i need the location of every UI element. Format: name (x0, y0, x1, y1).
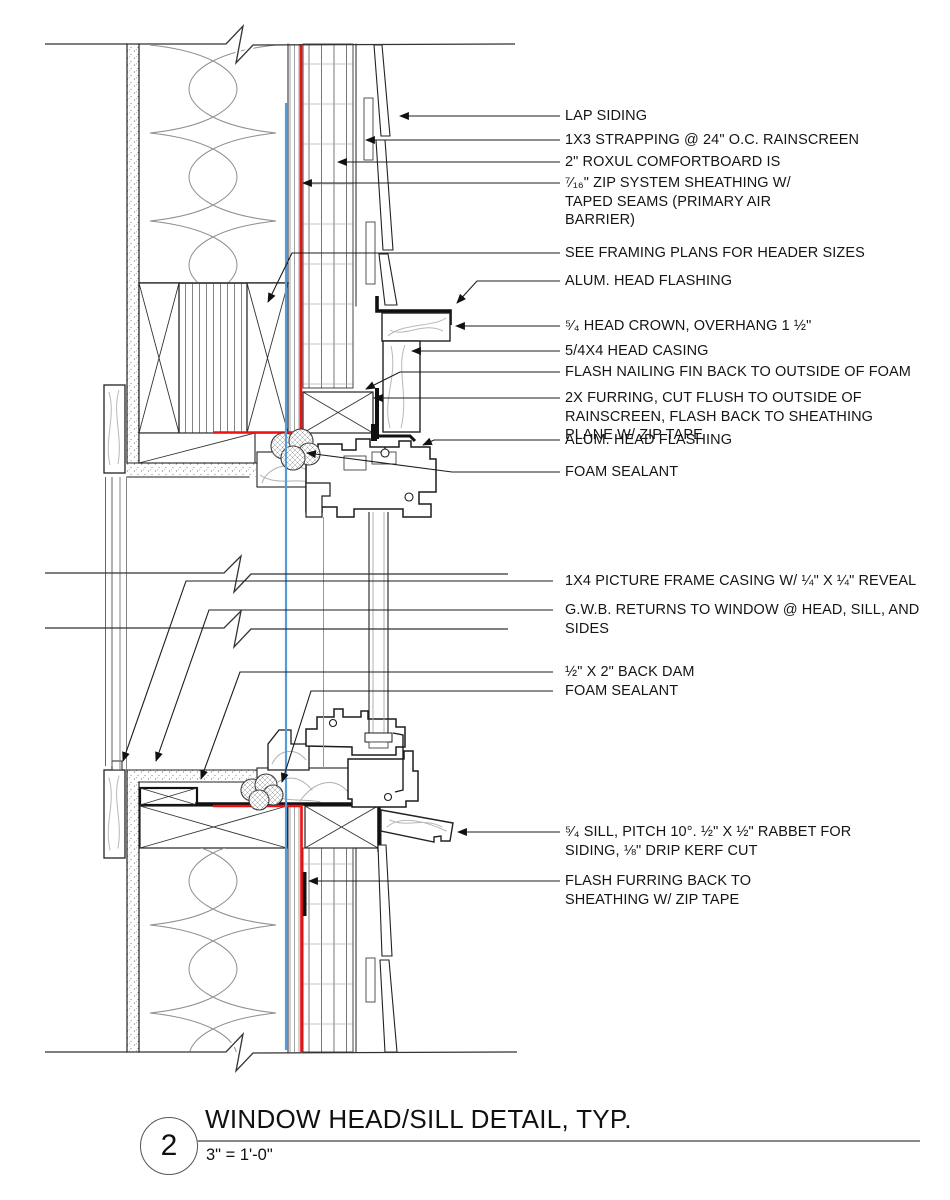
callout-furring: 2X FURRING, CUT FLUSH TO OUTSIDE OF RAIN… (565, 390, 874, 443)
callout-foam-head: FOAM SEALANT (565, 464, 679, 480)
air-barrier-line-sill (213, 804, 303, 1052)
callout-head-flashing-upper: ALUM. HEAD FLASHING (565, 273, 733, 289)
glazing-lines (364, 512, 393, 749)
callout-nailing-fin: FLASH NAILING FIN BACK TO OUTSIDE OF FOA… (565, 364, 911, 380)
detail-title: WINDOW HEAD/SILL DETAIL, TYP. (205, 1104, 632, 1134)
leader-nailing-fin (365, 371, 560, 390)
callout-flash-furring: FLASH FURRING BACK TO SHEATHING W/ ZIP T… (565, 873, 752, 908)
leader-foam-sill (280, 690, 553, 783)
leader-picture-frame-casing (122, 580, 553, 762)
callout-head-casing: 5/4X4 HEAD CASING (565, 343, 709, 359)
break-lines (45, 18, 518, 1079)
callout-head-crown: ⁵⁄₄ HEAD CROWN, OVERHANG 1 ½" (565, 318, 812, 334)
callout-header-note: SEE FRAMING PLANS FOR HEADER SIZES (565, 245, 865, 261)
callout-back-dam: ½" X 2" BACK DAM (565, 664, 695, 680)
window-head-frame (305, 424, 437, 518)
callout-zip-sheathing: ⁷⁄₁₆" ZIP SYSTEM SHEATHING W/ TAPED SEAM… (565, 175, 791, 228)
sill-wall-assembly (103, 760, 454, 1053)
head-wall-assembly (126, 43, 398, 478)
callout-sill-note: ⁵⁄₄ SILL, PITCH 10°. ½" X ½" RABBET FOR … (565, 824, 852, 859)
interior-elevation-lines (105, 477, 324, 770)
callout-foam-sill: FOAM SEALANT (565, 683, 679, 699)
detail-scale: 3" = 1'-0" (206, 1146, 273, 1164)
title-divider (197, 1140, 920, 1142)
callout-comfortboard: 2" ROXUL COMFORTBOARD IS (565, 154, 781, 170)
leader-gwb-returns (155, 609, 553, 762)
detail-number: 2 (160, 1129, 178, 1162)
leader-head-flashing-lower (422, 437, 560, 446)
leader-header-note (267, 252, 560, 303)
callout-lap-siding: LAP SIDING (565, 108, 648, 124)
leader-head-flashing-upper (456, 280, 560, 304)
head-trim (103, 296, 452, 488)
detail-number-bubble: 2 (140, 1117, 198, 1175)
leader-foam-head (306, 450, 560, 473)
leader-lines (122, 112, 560, 885)
callout-head-flashing-lower: ALUM. HEAD FLASHING (565, 432, 733, 448)
callout-strapping: 1X3 STRAPPING @ 24" O.C. RAINSCREEN (565, 132, 860, 148)
leader-back-dam (200, 671, 553, 780)
foam-sealant-sill-blob (240, 773, 284, 811)
callout-picture-frame-casing: 1X4 PICTURE FRAME CASING W/ ¼" X ¼" REVE… (565, 573, 917, 589)
callout-gwb-returns: G.W.B. RETURNS TO WINDOW @ HEAD, SILL, A… (565, 602, 920, 637)
